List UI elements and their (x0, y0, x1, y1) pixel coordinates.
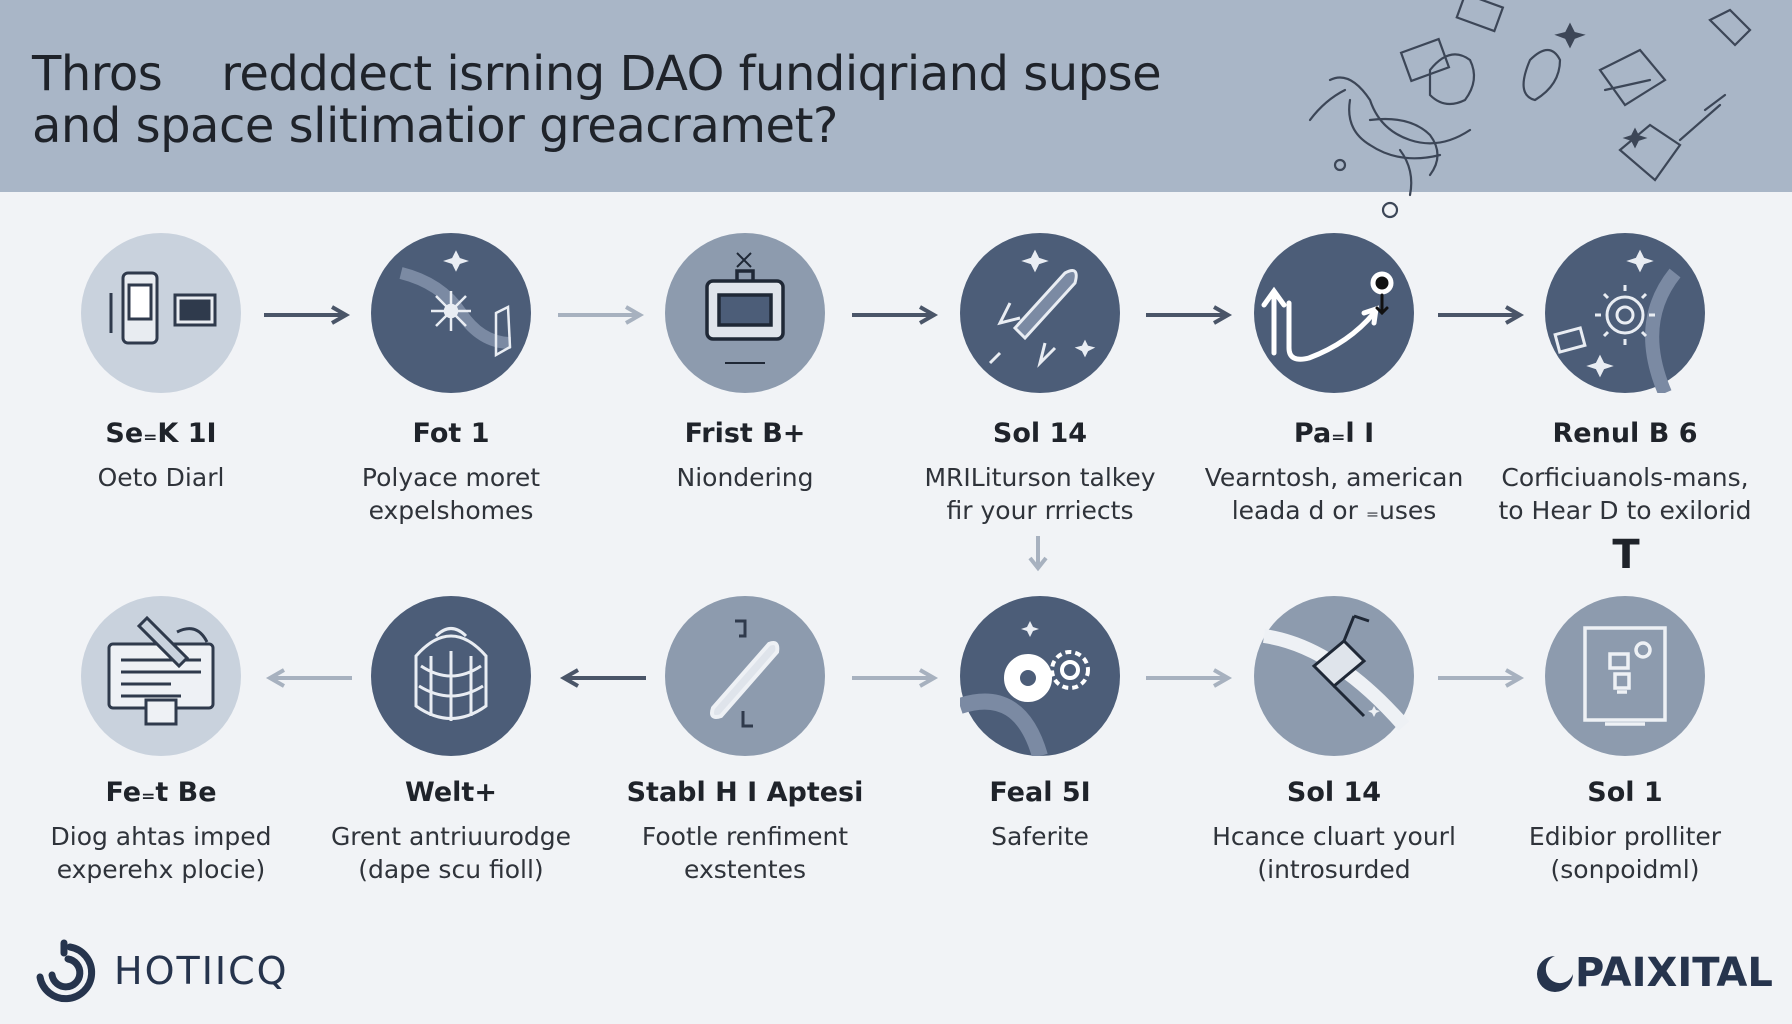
rocket-icon (988, 249, 1096, 368)
step-8-desc: Grent antriuurodge(dape scu fioll) (330, 822, 572, 884)
arrow-right-8 (1438, 668, 1525, 688)
step-4-circle (960, 233, 1120, 393)
step-3-desc: Niondering (676, 463, 814, 492)
arrow-right-3 (852, 305, 939, 325)
step-12-desc: Edibior prolliter(sonpoidml) (1528, 822, 1722, 884)
step-11-desc: Hcance cluart yourl(introsurded (1212, 822, 1456, 884)
arrow-right-5 (1438, 305, 1525, 325)
t-connector: T (1612, 532, 1640, 578)
left-logo-text: HOTIICQ (114, 949, 289, 993)
gears-icon (960, 621, 1090, 756)
header-banner: Thros ﾠredddect isrning DAO fundiqriand … (0, 0, 1792, 192)
gear-globe-icon (1553, 249, 1681, 393)
step-1-desc: Oeto Diarl (97, 463, 225, 492)
backpack-icon (414, 627, 488, 721)
arrow-down (1028, 536, 1048, 572)
satellite-icon (1262, 614, 1410, 731)
swirl-logo-icon (36, 939, 96, 1003)
phone-document-icon (109, 271, 217, 345)
document-laptop-icon (107, 615, 215, 726)
step-10-desc: Saferite (991, 822, 1089, 851)
step-11-circle (1254, 596, 1414, 756)
footer-logo-right: PAIXITAL (1535, 950, 1785, 1000)
crescent-logo-icon (1537, 956, 1573, 992)
step-11-label: Sol 14 (1286, 777, 1382, 808)
frame-robot-icon (1583, 626, 1667, 726)
step-3-label: Frist B+ (684, 418, 806, 449)
page-title-line2: and space slitimatior greacramet? (32, 98, 838, 154)
step-12-circle (1545, 596, 1705, 756)
step-1-label: Se₌K 1I (105, 418, 217, 449)
arrow-right-7 (1146, 668, 1233, 688)
step-7-circle (81, 596, 241, 756)
step-10-circle (960, 596, 1120, 756)
step-6-desc: Corficiuanols-mans,to Hear D to exilorid (1498, 463, 1752, 525)
step-9-circle (665, 596, 825, 756)
arrow-left-1 (265, 668, 352, 688)
arrow-left-2 (559, 668, 646, 688)
pen-tool-icon (710, 619, 780, 728)
step-5-circle (1254, 233, 1414, 393)
step-10-label: Feal 5I (989, 777, 1091, 808)
step-6-circle (1545, 233, 1705, 393)
step-2-label: Fot 1 (412, 418, 490, 449)
right-logo-text: PAIXITAL (1575, 950, 1773, 996)
step-12-label: Sol 1 (1587, 777, 1663, 808)
arrow-right-2 (558, 305, 645, 325)
step-4-label: Sol 14 (992, 418, 1088, 449)
page-title-line1: Thros ﾠredddect isrning DAO fundiqriand … (32, 46, 1162, 102)
step-2-circle (371, 233, 531, 393)
arrow-right-1 (264, 305, 351, 325)
monitor-icon (705, 252, 785, 364)
footer-logo-left: HOTIICQ (28, 935, 328, 1005)
step-8-label: Welt+ (405, 777, 497, 808)
step-5-label: Pa₌l I (1293, 418, 1375, 449)
step-1-circle (81, 233, 241, 393)
step-9-label: Stabl H I Aptesi (626, 777, 864, 808)
globe-network-icon (399, 250, 512, 358)
arrow-right-4 (1146, 305, 1233, 325)
step-8-circle (371, 596, 531, 756)
step-6-label: Renul B 6 (1552, 418, 1698, 449)
step-3-circle (665, 233, 825, 393)
trend-arrow-icon (1261, 271, 1394, 362)
space-doodles-illustration (1308, 0, 1752, 219)
step-7-label: Fe₌t Be (105, 777, 217, 808)
arrow-right-6 (852, 668, 939, 688)
